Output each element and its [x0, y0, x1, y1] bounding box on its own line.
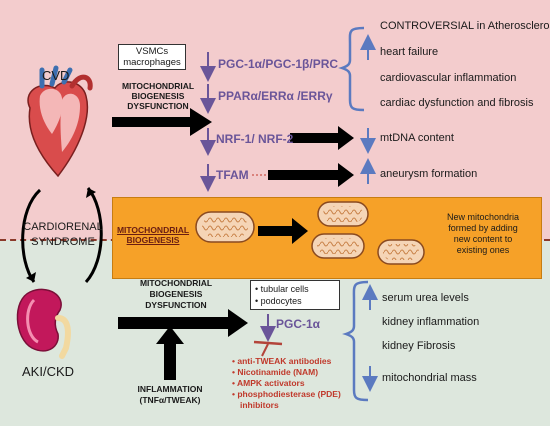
tubular-cells-label: tubular cells: [260, 284, 309, 294]
cvd-outcome-fibrosis: cardiac dysfunction and fibrosis: [380, 97, 534, 109]
mitochondrion-icon: [317, 201, 369, 227]
aki-outcome-inflammation: kidney inflammation: [382, 316, 480, 328]
treatment-list: • anti-TWEAK antibodies • Nicotinamide (…: [232, 356, 341, 411]
new-mito-line-1: New mitochondria: [446, 212, 520, 222]
inflammation-line-2: (TNFα/TWEAK): [139, 395, 201, 405]
aki-outcome-urea: serum urea levels: [382, 292, 469, 304]
aki-label: AKI/CKD: [22, 364, 75, 379]
nrf-label: NRF-1/ NRF-2: [216, 132, 294, 146]
cvd-outcome-controversial: CONTROVERSIAL in Atherosclerosis: [380, 20, 550, 32]
pgc-label: PGC-1α/PGC-1β/PRC: [218, 57, 339, 71]
vsmc-box: VSMCs macrophages: [118, 44, 186, 70]
new-mito-text: New mitochondria formed by adding new co…: [430, 212, 536, 256]
mitochondrion-icon: [311, 233, 365, 259]
treatment-item-continued: inhibitors: [240, 400, 279, 410]
biogenesis-label: MITOCHONDRIAL BIOGENESIS: [114, 225, 192, 245]
mitochondrion-icon: [195, 211, 255, 243]
aki-pgc-label: PGC-1α: [276, 317, 321, 331]
cvd-outcome-heart-failure: heart failure: [380, 46, 439, 58]
aki-dysfunction-label: MITOCHONDRIAL BIOGENESIS DYSFUNCTION: [124, 278, 228, 311]
new-mito-line-2: formed by adding: [448, 223, 518, 233]
aki-outcome-mito-mass: mitochondrial mass: [382, 372, 477, 384]
aki-dysfunction-line-1: MITOCHONDRIAL: [139, 278, 213, 288]
biogenesis-line-2: BIOGENESIS: [126, 235, 180, 245]
cvd-dysfunction-label: MITOCHONDRIAL BIOGENESIS DYSFUNCTION: [110, 81, 206, 111]
heart-icon: [27, 65, 93, 178]
podocytes-item: • podocytes: [255, 296, 302, 306]
macrophages-label: macrophages: [123, 57, 181, 68]
tfam-label: TFAM: [216, 168, 249, 182]
new-mito-line-3: new content to: [453, 234, 513, 244]
biogenesis-line-1: MITOCHONDRIAL: [116, 225, 190, 235]
aneurysm-label: aneurysm formation: [380, 168, 478, 180]
aki-cell-box: • tubular cells • podocytes: [250, 280, 340, 310]
mtdna-label: mtDNA content: [380, 132, 454, 144]
podocytes-label: podocytes: [260, 296, 302, 306]
aki-dysfunction-line-2: BIOGENESIS: [149, 289, 203, 299]
inflammation-label: INFLAMMATION (TNFα/TWEAK): [130, 384, 210, 406]
vsmc-label: VSMCs: [135, 46, 169, 57]
aki-dysfunction-line-3: DYSFUNCTION: [145, 300, 207, 310]
dysfunction-line-3: DYSFUNCTION: [127, 101, 189, 111]
ppar-label: PPARα/ERRα /ERRγ: [218, 89, 333, 103]
cvd-label: CVD: [42, 68, 70, 83]
treatment-item: • anti-TWEAK antibodies: [232, 356, 332, 366]
inflammation-line-1: INFLAMMATION: [137, 384, 203, 394]
dysfunction-line-1: MITOCHONDRIAL: [121, 81, 195, 91]
cardiorenal-line-2: SYNDROME: [31, 236, 95, 248]
treatment-item: • Nicotinamide (NAM): [232, 367, 319, 377]
treatment-item: • AMPK activators: [232, 378, 305, 388]
kidney-icon: [16, 288, 71, 359]
mitochondrion-icon: [377, 239, 425, 265]
new-mito-line-4: existing ones: [456, 245, 510, 255]
aki-outcome-fibrosis: kidney Fibrosis: [382, 340, 456, 352]
treatment-item: • phosphodiesterase (PDE): [232, 389, 341, 399]
tubular-cells-item: • tubular cells: [255, 284, 309, 294]
cardiorenal-line-1: CARDIORENAL: [23, 221, 103, 233]
cvd-outcome-inflammation: cardiovascular inflammation: [380, 72, 517, 84]
dysfunction-line-2: BIOGENESIS: [131, 91, 185, 101]
cardiorenal-label: CARDIORENAL SYNDROME: [18, 220, 108, 250]
